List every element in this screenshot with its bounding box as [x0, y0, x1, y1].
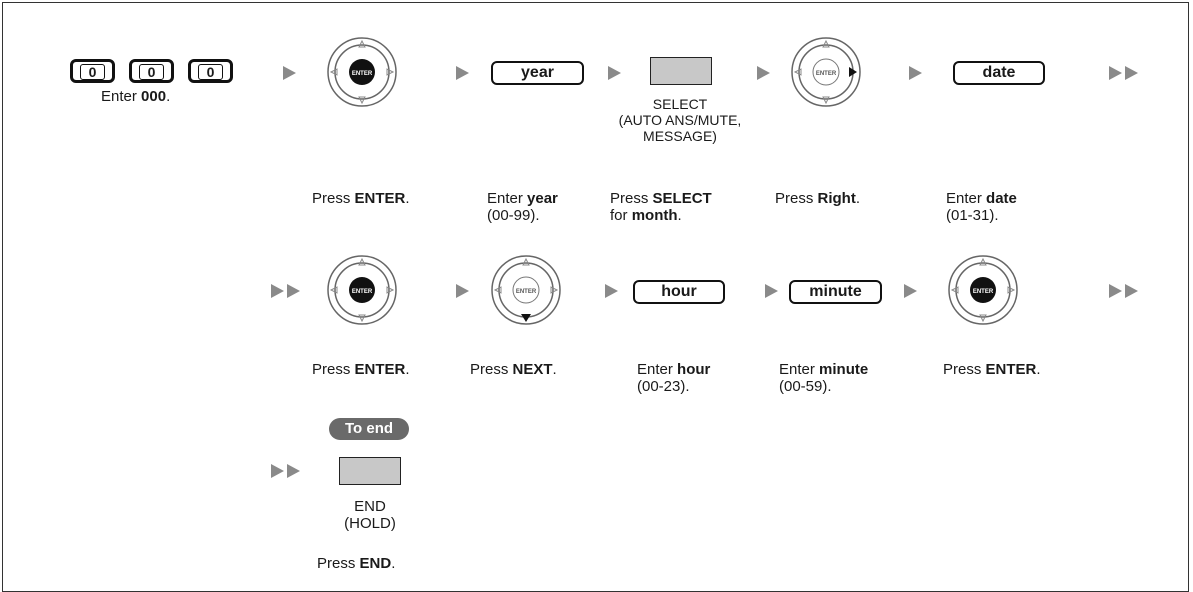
double-arrow-icon	[271, 284, 300, 298]
arrow-icon	[904, 284, 917, 298]
arrow-icon	[757, 66, 770, 80]
arrow-icon	[283, 66, 296, 80]
svg-text:ENTER: ENTER	[973, 289, 994, 295]
caption-press-enter: Press ENTER.	[312, 190, 410, 207]
minute-key: minute	[789, 280, 882, 304]
digit-key-2: 0	[129, 59, 174, 83]
arrow-icon	[909, 66, 922, 80]
date-key: date	[953, 61, 1045, 85]
caption-press-next: Press NEXT.	[470, 361, 557, 378]
to-end-badge: To end	[329, 418, 409, 440]
step-enter-000-caption: Enter 000.	[101, 88, 171, 105]
arrow-icon	[608, 66, 621, 80]
select-button-caption: SELECT (AUTO ANS/MUTE, MESSAGE)	[618, 96, 742, 144]
navigator-right-icon: ENTER	[791, 37, 861, 107]
arrow-icon	[605, 284, 618, 298]
digit-key-3: 0	[188, 59, 233, 83]
year-key: year	[491, 61, 584, 85]
end-button-caption: END (HOLD)	[344, 498, 396, 532]
caption-enter-hour: Enter hour(00-23).	[637, 361, 711, 395]
navigator-enter-icon: ENTER	[948, 255, 1018, 325]
navigator-enter-icon: ENTER	[327, 255, 397, 325]
hour-key: hour	[633, 280, 725, 304]
caption-enter-minute: Enter minute(00-59).	[779, 361, 869, 395]
double-arrow-icon	[1109, 284, 1138, 298]
caption-press-end: Press END.	[317, 555, 396, 572]
arrow-icon	[456, 284, 469, 298]
caption-press-enter: Press ENTER.	[312, 361, 410, 378]
select-button	[650, 57, 712, 85]
double-arrow-icon	[271, 464, 300, 478]
navigator-enter-icon: ENTER	[327, 37, 397, 107]
navigator-next-icon: ENTER	[491, 255, 561, 325]
arrow-icon	[456, 66, 469, 80]
caption-press-right: Press Right.	[775, 190, 861, 207]
end-button	[339, 457, 401, 485]
svg-text:ENTER: ENTER	[516, 289, 537, 295]
caption-press-enter-2: Press ENTER.	[943, 361, 1041, 378]
double-arrow-icon	[1109, 66, 1138, 80]
caption-enter-year: Enter year(00-99).	[487, 190, 558, 224]
arrow-icon	[765, 284, 778, 298]
svg-text:ENTER: ENTER	[352, 289, 373, 295]
svg-text:ENTER: ENTER	[352, 71, 373, 77]
caption-enter-date: Enter date(01-31).	[946, 190, 1017, 224]
svg-text:ENTER: ENTER	[816, 71, 837, 77]
digit-key-1: 0	[70, 59, 115, 83]
